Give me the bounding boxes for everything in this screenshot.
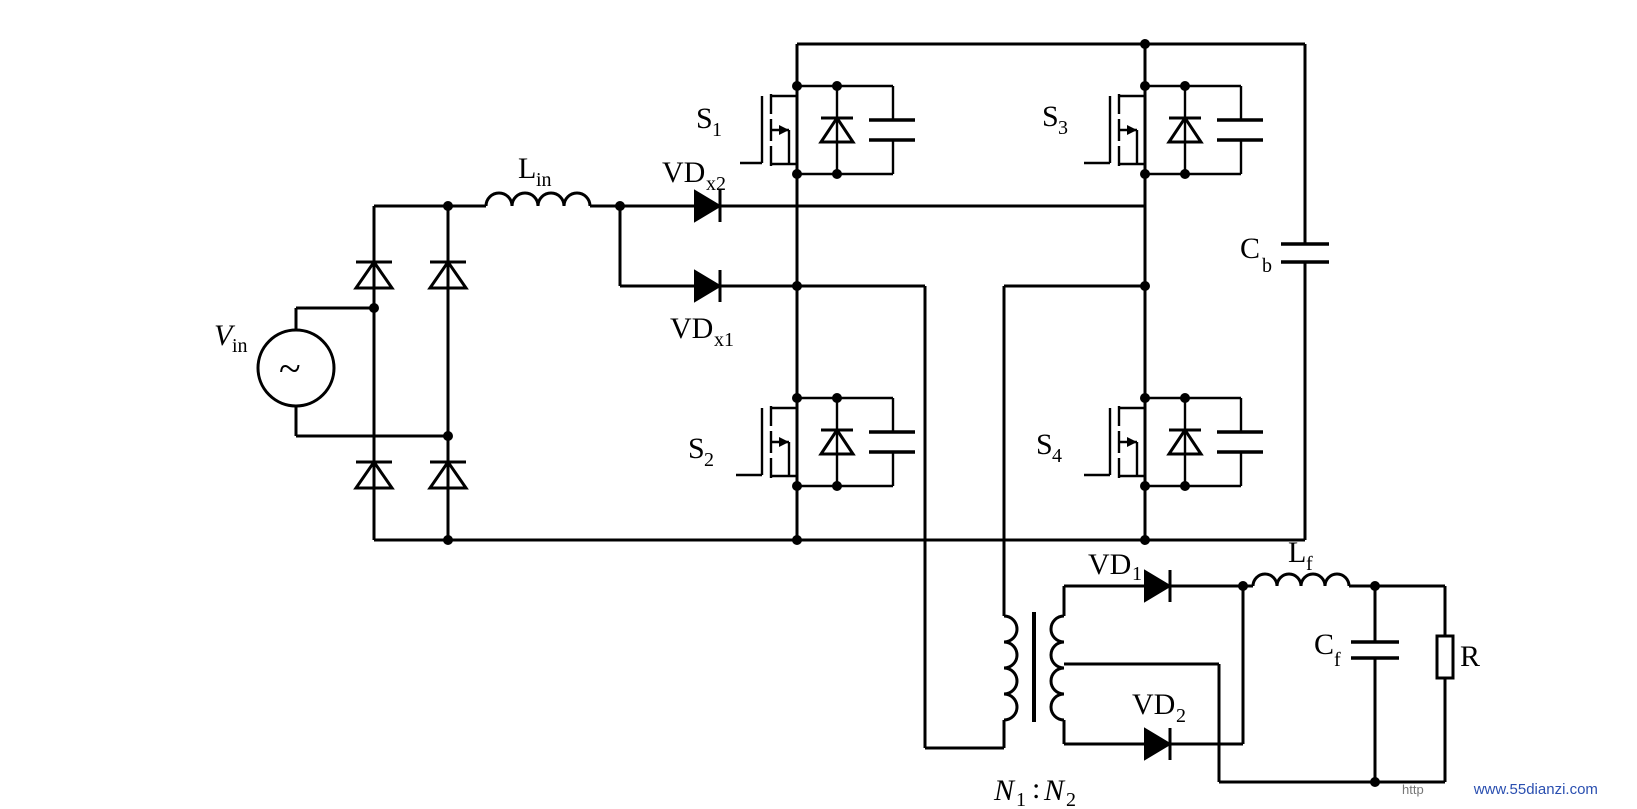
svg-text:2: 2 <box>704 449 714 471</box>
label-vdx1: VD x1 <box>670 312 734 351</box>
svg-text:S: S <box>696 102 713 135</box>
transformer-primary <box>797 284 1145 750</box>
svg-text:in: in <box>232 335 248 357</box>
capacitor-cf <box>1351 586 1399 787</box>
svg-text:VD: VD <box>1088 548 1131 581</box>
mosfet-s2 <box>736 391 917 493</box>
svg-text:VD: VD <box>662 156 705 189</box>
svg-text:in: in <box>536 169 552 191</box>
site-watermark: http www.55dianzi.com <box>1402 781 1598 798</box>
svg-text:2: 2 <box>1066 789 1076 809</box>
label-vin: V in <box>214 319 248 357</box>
svg-text:C: C <box>1240 232 1260 265</box>
label-s1: S 1 <box>696 102 722 141</box>
transformer-secondary <box>1049 586 1221 782</box>
diode-vdx2 <box>693 188 1145 224</box>
svg-text::: : <box>1032 772 1040 805</box>
mosfet-s3 <box>1084 79 1265 181</box>
label-vd2: VD 2 <box>1132 688 1186 727</box>
diode-vd1 <box>1064 568 1243 604</box>
label-r: R <box>1460 640 1480 673</box>
bridge-rectifier <box>354 201 468 545</box>
label-vd1: VD 1 <box>1088 548 1142 585</box>
svg-text:b: b <box>1262 255 1272 277</box>
svg-text:L: L <box>1288 536 1306 569</box>
svg-text:f: f <box>1334 649 1341 671</box>
mosfet-s1 <box>740 79 917 181</box>
svg-text:V: V <box>214 319 236 352</box>
label-lin: L in <box>518 152 552 191</box>
label-s2: S 2 <box>688 432 714 471</box>
label-vdx2: VD x2 <box>662 156 726 195</box>
svg-text:f: f <box>1306 553 1313 575</box>
svg-text:C: C <box>1314 628 1334 661</box>
ac-source-symbol: ~ <box>279 346 301 391</box>
svg-text:VD: VD <box>1132 688 1175 721</box>
label-s3: S 3 <box>1042 100 1068 139</box>
watermark-site: www.55dianzi.com <box>1473 781 1598 798</box>
svg-text:N: N <box>1043 774 1066 807</box>
svg-text:3: 3 <box>1058 117 1068 139</box>
label-cb: C b <box>1240 232 1272 277</box>
label-turns-ratio: N 1 : N 2 <box>993 772 1076 809</box>
label-lf: L f <box>1288 536 1313 575</box>
resistor-r <box>1435 586 1455 782</box>
svg-text:N: N <box>993 774 1016 807</box>
svg-text:1: 1 <box>1132 563 1142 585</box>
output-inductor-lf <box>1243 572 1445 591</box>
svg-text:S: S <box>1042 100 1059 133</box>
svg-text:1: 1 <box>712 119 722 141</box>
svg-text:1: 1 <box>1016 789 1026 809</box>
watermark-prefix: http <box>1402 782 1424 797</box>
diode-vd2 <box>1064 581 1248 762</box>
svg-text:VD: VD <box>670 312 713 345</box>
input-inductor <box>448 191 700 211</box>
ac-source: ~ <box>256 306 448 438</box>
diode-vdx1 <box>618 206 925 304</box>
svg-text:x1: x1 <box>714 329 734 351</box>
capacitor-cb <box>1281 44 1329 540</box>
svg-text:2: 2 <box>1176 705 1186 727</box>
svg-text:x2: x2 <box>706 173 726 195</box>
mosfet-s4 <box>1084 391 1265 493</box>
svg-text:4: 4 <box>1052 445 1062 467</box>
label-cf: C f <box>1314 628 1341 671</box>
svg-text:S: S <box>1036 428 1053 461</box>
svg-text:S: S <box>688 432 705 465</box>
svg-text:L: L <box>518 152 536 185</box>
label-s4: S 4 <box>1036 428 1062 467</box>
